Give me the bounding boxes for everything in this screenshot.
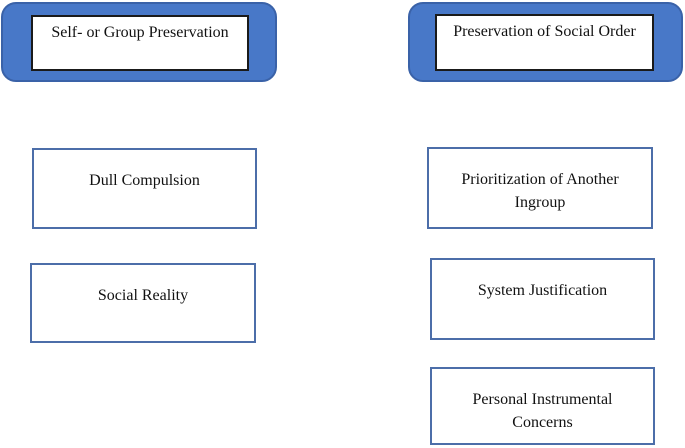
header-shape-self-or-group-preservation: Self- or Group Preservation <box>1 2 277 82</box>
header-label-preservation-of-social-order: Preservation of Social Order <box>435 14 654 71</box>
header-label-self-or-group-preservation: Self- or Group Preservation <box>31 15 249 71</box>
box-prioritization-of-another-ingroup: Prioritization of Another Ingroup <box>427 147 653 229</box>
box-social-reality: Social Reality <box>30 263 256 343</box>
box-system-justification: System Justification <box>430 258 655 340</box>
header-shape-preservation-of-social-order: Preservation of Social Order <box>408 2 683 82</box>
box-dull-compulsion: Dull Compulsion <box>32 148 257 229</box>
box-personal-instrumental-concerns: Personal Instrumental Concerns <box>430 367 655 445</box>
